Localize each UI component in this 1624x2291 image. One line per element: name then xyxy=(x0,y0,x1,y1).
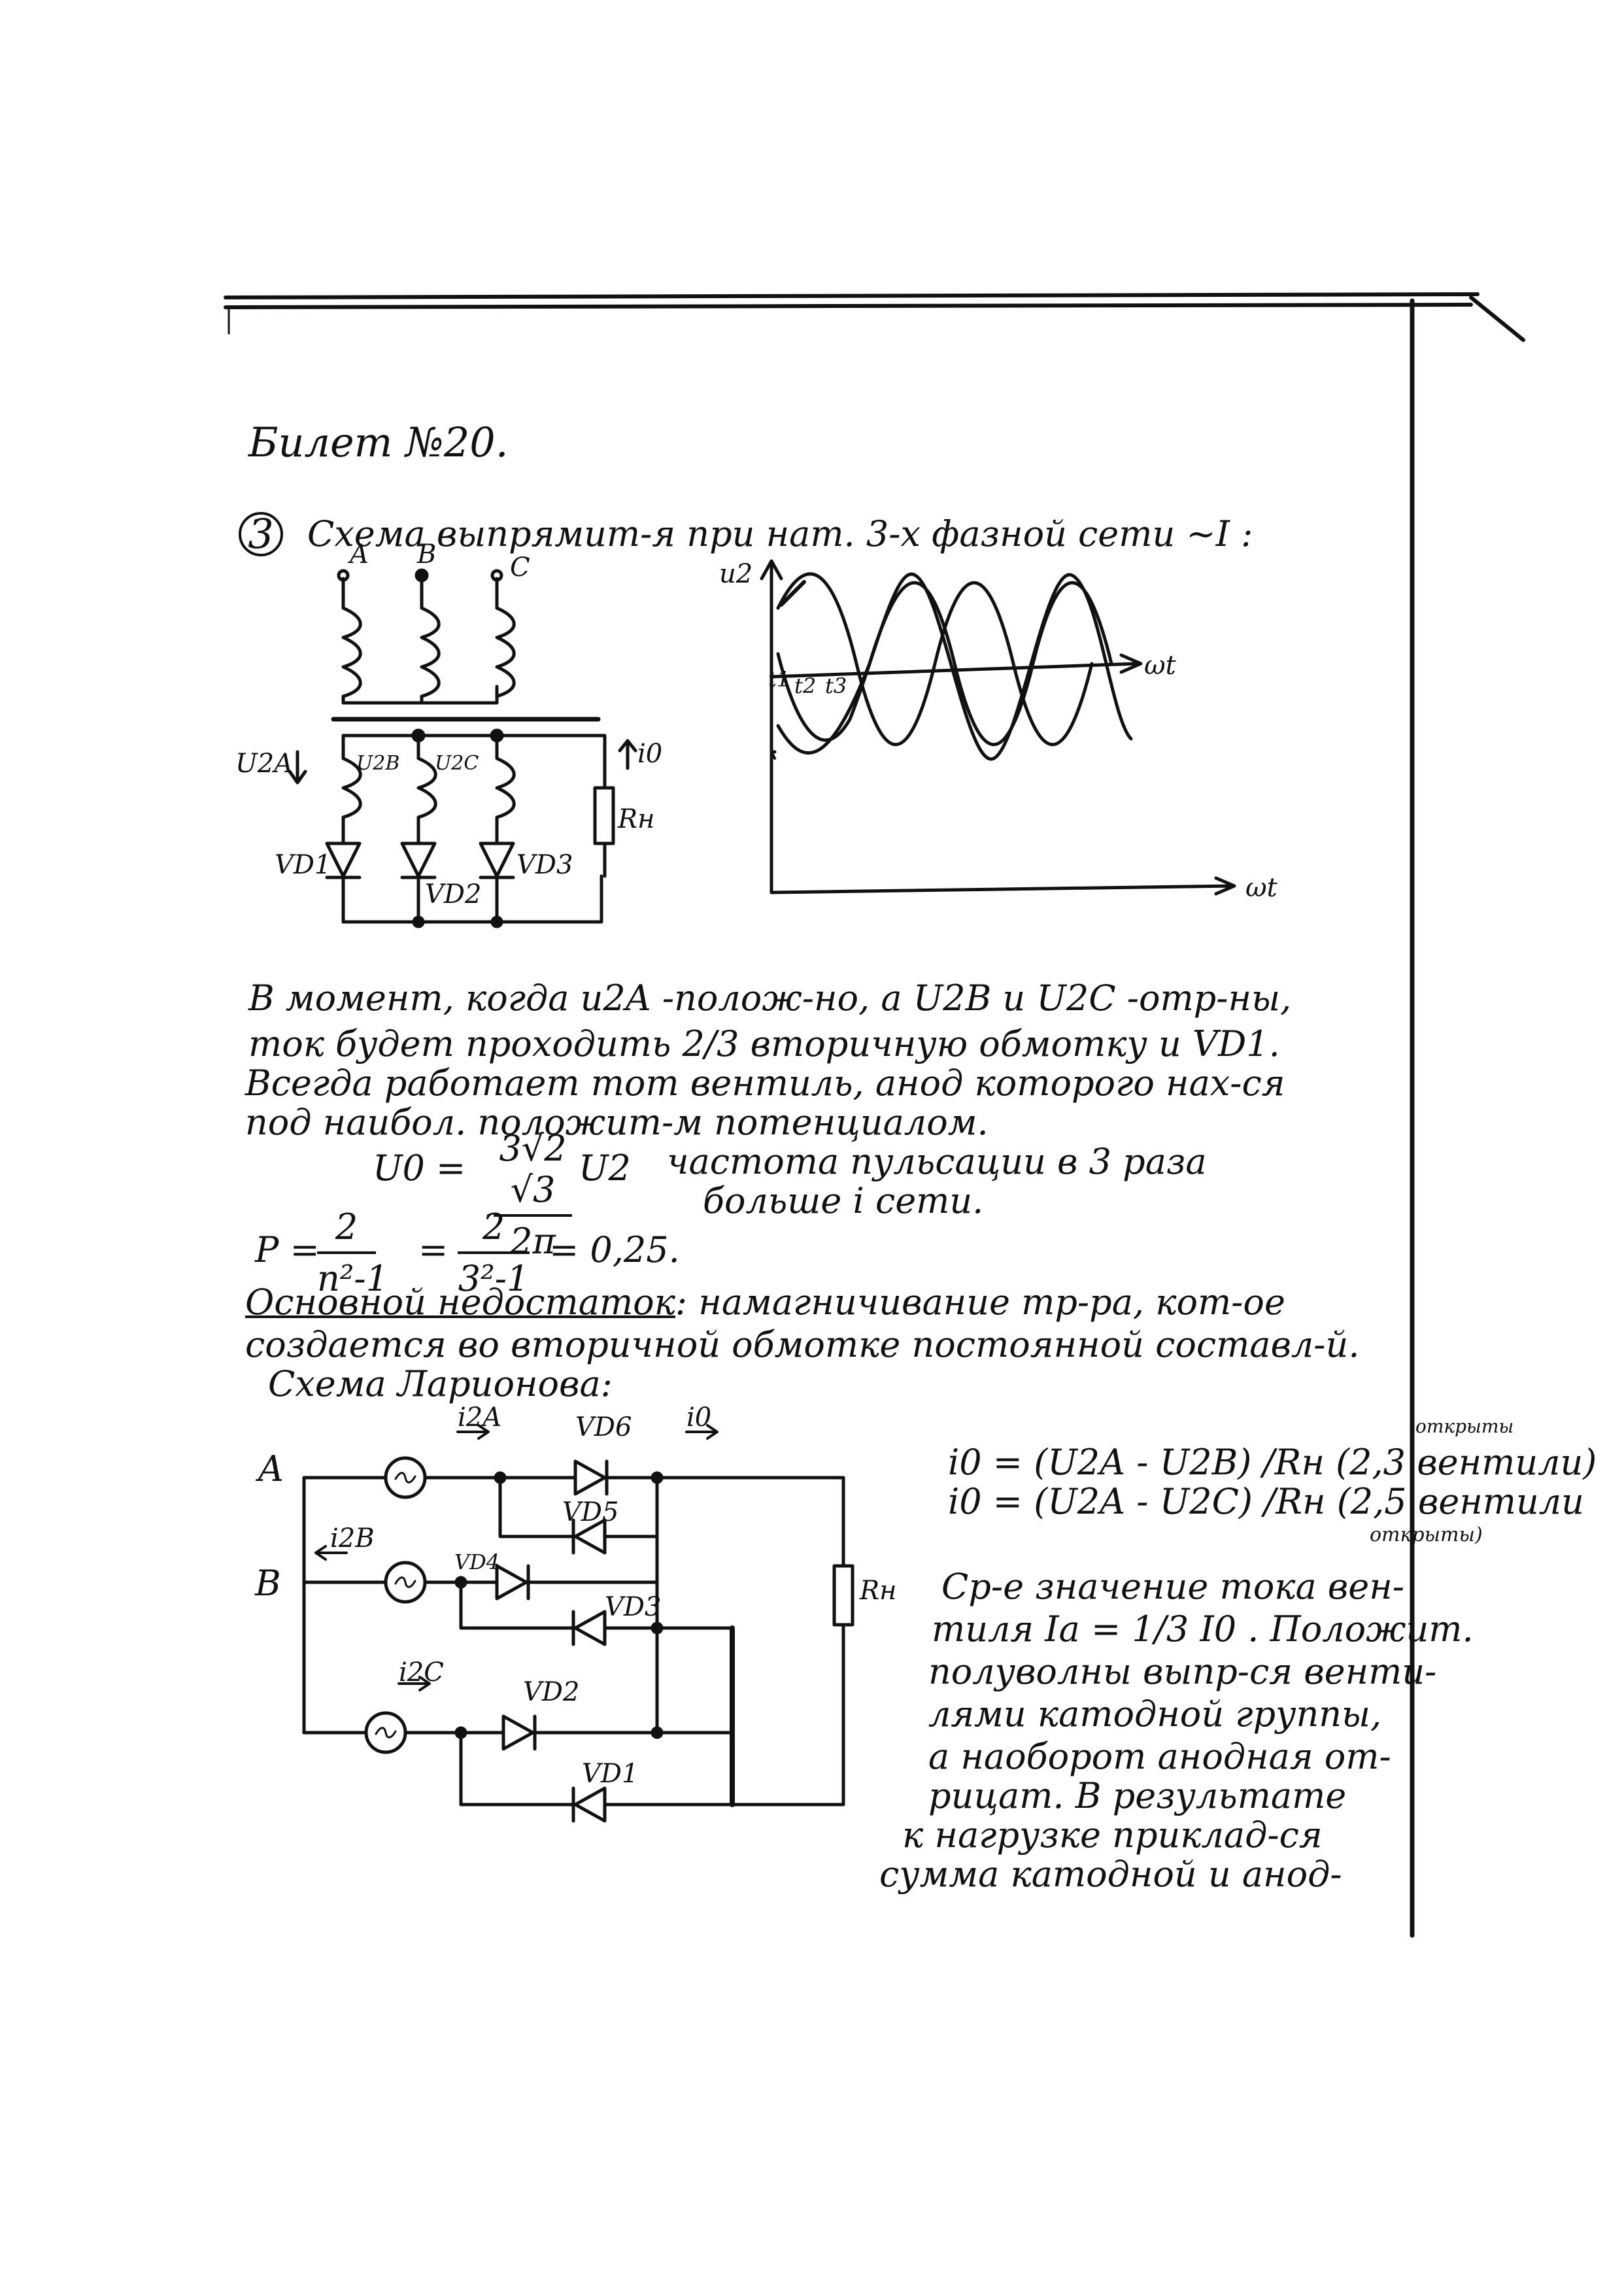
formula1-note-line2: больше i сети. xyxy=(703,1180,984,1221)
load-label-rn-c2: Rн xyxy=(860,1576,897,1606)
diode-label-vd3-c2: VD3 xyxy=(605,1592,662,1622)
question-number-circle: 3 xyxy=(239,510,283,558)
diode-label-vd1: VD1 xyxy=(275,850,331,880)
waveform-plot xyxy=(760,559,1236,896)
diode-label-vd1-c2: VD1 xyxy=(582,1759,639,1789)
formula1-lhs: U0 = xyxy=(373,1147,466,1189)
paragraph1-line4: под наибол. положит-м потенциалом. xyxy=(245,1102,989,1143)
side-formula-1-note: открыты xyxy=(1415,1416,1514,1437)
current-label-i2a: i2A xyxy=(458,1402,502,1433)
formula2-den2: 3²-1 xyxy=(458,1258,530,1299)
formula2-fraction2: 2 3²-1 xyxy=(458,1206,530,1299)
paragraph1-line3: Всегда работает тот вентиль, анод которо… xyxy=(245,1062,1285,1104)
side-formula-1-main: i0 = (U2A - U2B) /Rн (2,3 вентили xyxy=(948,1442,1583,1483)
paragraph3-line4: лями катодной группы, xyxy=(928,1693,1382,1735)
diode-label-vd2: VD2 xyxy=(425,879,482,909)
formula1-suffix: U2 xyxy=(579,1147,631,1189)
phase-label-c: C xyxy=(510,552,530,583)
time-mark-t1: t1 xyxy=(768,667,790,692)
paragraph3-line3: полуволны выпр-ся венти- xyxy=(928,1651,1437,1692)
diode-label-vd3: VD3 xyxy=(516,850,573,880)
sheet-top-edge xyxy=(224,292,1480,309)
circuit1-secondary xyxy=(288,728,637,928)
diode-label-vd5: VD5 xyxy=(562,1497,619,1527)
paragraph3-line5: а наоборот анодная от- xyxy=(928,1736,1391,1777)
fraction-bar xyxy=(317,1251,376,1254)
formula2-num2: 2 xyxy=(482,1206,505,1247)
ticket-title: Билет №20. xyxy=(248,418,509,466)
side-formula-1: i0 = (U2A - U2B) /Rн (2,3 вентили) xyxy=(948,1442,1597,1483)
voltage-label-u2b: U2B xyxy=(356,752,400,775)
formula1-note-line1: частота пульсации в 3 раза xyxy=(667,1141,1207,1182)
paragraph2-line1: Основной недостаток: намагничивание тр-р… xyxy=(245,1281,1285,1323)
phase-label-a: A xyxy=(350,539,369,569)
time-mark-t2: t2 xyxy=(794,673,817,698)
fraction-bar xyxy=(494,1214,572,1217)
formula1-fraction: 3√2 √3 2π xyxy=(494,1128,572,1262)
current-label-i2b: i2B xyxy=(330,1523,375,1553)
waveform-x-label-upper: ωt xyxy=(1144,651,1176,681)
paragraph2-heading: Основной недостаток xyxy=(245,1281,675,1323)
voltage-label-u2a: U2A xyxy=(235,749,294,779)
circuit1-primary xyxy=(331,568,601,722)
formula1-denominator: 2π xyxy=(510,1221,556,1262)
formula2-eq: = xyxy=(418,1229,448,1270)
formula1-numerator: 3√2 √3 xyxy=(499,1128,567,1210)
phase-label-b: B xyxy=(417,539,437,569)
circuit2-phase-b: B xyxy=(255,1563,281,1604)
fraction-bar xyxy=(458,1251,530,1254)
waveform-y-label: u2 xyxy=(719,559,753,589)
diode-label-vd6: VD6 xyxy=(575,1412,632,1442)
paragraph1-line2: ток будет проходить 2/3 вторичную обмотк… xyxy=(248,1023,1280,1064)
diode-label-vd2-c2: VD2 xyxy=(523,1677,580,1707)
time-mark-t3: t3 xyxy=(825,673,847,698)
question-number: 3 xyxy=(239,512,283,556)
formula2-lhs: P = xyxy=(255,1229,320,1270)
paragraph2-line3: Схема Ларионова: xyxy=(268,1363,613,1404)
paragraph3-line7: к нагрузке приклад-ся xyxy=(902,1814,1323,1856)
circuit2-phase-a: A xyxy=(258,1448,284,1489)
paragraph1-line1: В момент, когда u2A -полож-но, а U2B и U… xyxy=(248,977,1292,1019)
waveform-x-label-lower: ωt xyxy=(1245,873,1277,903)
diode-label-vd4: VD4 xyxy=(454,1550,500,1574)
side-formula-2: i0 = (U2A - U2C) /Rн (2,5 вентили xyxy=(948,1481,1584,1522)
paragraph3-line1: Ср-е значение тока вен- xyxy=(941,1566,1405,1607)
current-label-i0-c2: i0 xyxy=(686,1402,712,1433)
load-label-rn: Rн xyxy=(618,804,655,834)
voltage-label-u2c: U2C xyxy=(435,752,479,775)
side-formula-1-tail: ) xyxy=(1583,1442,1597,1483)
formula2-num1: 2 xyxy=(335,1206,358,1247)
paragraph2-line1-rest: : намагничивание тр-ра, кот-ое xyxy=(675,1281,1285,1323)
paragraph2-line2: создается во вторичной обмотке постоянно… xyxy=(245,1324,1360,1365)
question-text: Схема выпрямит-я при нат. 3-х фазной сет… xyxy=(307,513,1253,554)
paragraph3-line8: сумма катодной и анод- xyxy=(879,1854,1342,1895)
current-label-i0: i0 xyxy=(637,739,663,769)
paragraph3-line6: рицат. В результате xyxy=(928,1775,1347,1816)
formula2-result: = 0,25. xyxy=(549,1229,680,1270)
paragraph3-line2: тиля Iа = 1/3 I0 . Положит. xyxy=(932,1608,1474,1650)
side-formula-2-note: открыты) xyxy=(1370,1523,1483,1546)
circuit2-larionov xyxy=(302,1424,854,1823)
current-label-i2c: i2C xyxy=(399,1657,444,1688)
